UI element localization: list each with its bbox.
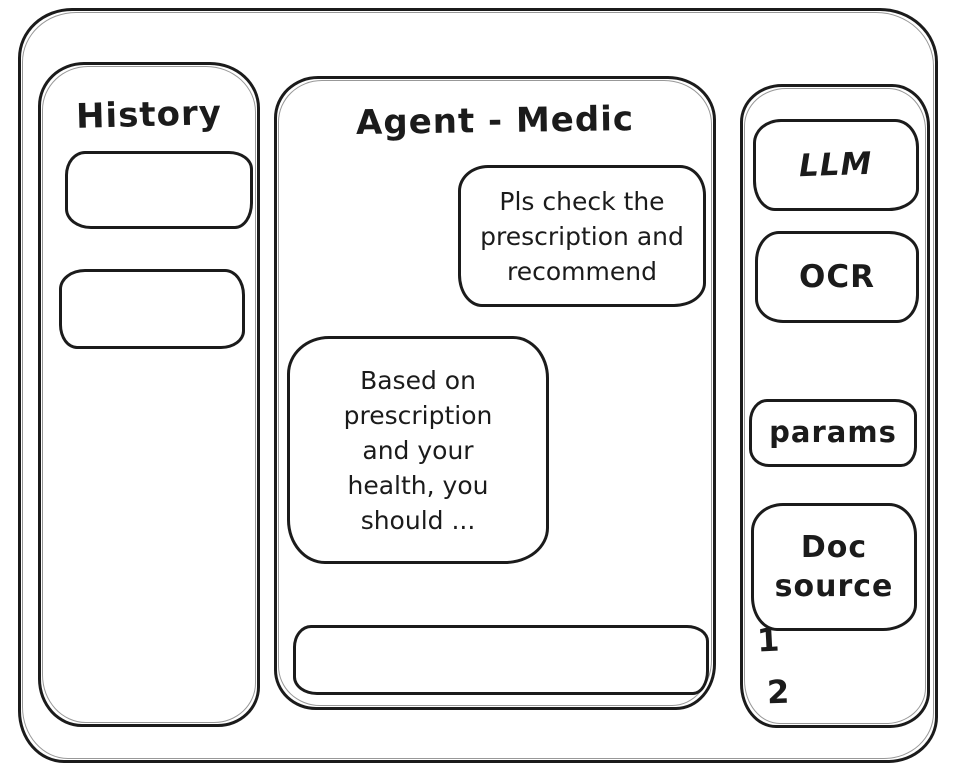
params-button-label: params: [769, 415, 897, 450]
ocr-button-label: OCR: [799, 258, 875, 295]
doc-source-item-1[interactable]: 1: [756, 620, 781, 660]
chat-panel: Agent - Medic Pls check the prescription…: [274, 76, 716, 710]
history-panel: History: [38, 62, 260, 727]
ocr-button[interactable]: OCR: [755, 231, 919, 323]
llm-button[interactable]: LLM: [753, 119, 919, 211]
doc-source-item-2[interactable]: 2: [766, 672, 790, 712]
assistant-message-bubble: Based on prescription and your health, y…: [287, 336, 549, 564]
doc-source-button[interactable]: Doc source: [751, 503, 917, 631]
chat-input[interactable]: [293, 625, 709, 695]
tools-panel: LLM OCR params Doc source 1 2: [740, 84, 930, 728]
history-item-1[interactable]: [65, 151, 253, 229]
llm-button-label: LLM: [798, 145, 874, 185]
doc-source-button-label: Doc source: [774, 530, 894, 604]
user-message-bubble: Pls check the prescription and recommend: [458, 165, 706, 307]
params-button[interactable]: params: [749, 399, 917, 467]
chat-panel-title: Agent - Medic: [355, 99, 635, 143]
history-item-2[interactable]: [59, 269, 245, 349]
history-panel-title: History: [75, 93, 223, 137]
